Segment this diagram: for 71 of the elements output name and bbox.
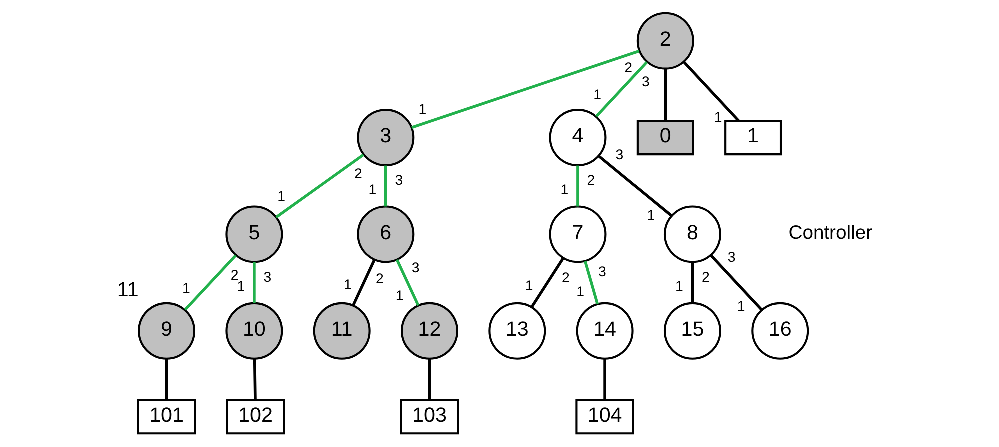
node-box: 102 <box>226 399 285 435</box>
connector <box>428 359 431 400</box>
connector <box>164 359 168 400</box>
node-circle: 10 <box>225 302 283 360</box>
node-box: 104 <box>575 399 634 435</box>
connector <box>352 259 376 306</box>
node-circle: 16 <box>751 302 809 360</box>
label: 1 <box>277 189 285 206</box>
node-circle: 11 <box>312 302 370 360</box>
connector <box>576 166 579 207</box>
label: 2 <box>561 270 570 287</box>
node-box: 101 <box>136 399 196 435</box>
connector <box>184 254 236 311</box>
node-circle: 13 <box>488 302 546 360</box>
label: 1 <box>236 279 245 296</box>
label: 3 <box>615 148 624 164</box>
label: 3 <box>263 270 272 286</box>
label: 1 <box>576 284 584 300</box>
label: 1 <box>368 182 376 199</box>
node-circle: 14 <box>576 302 634 360</box>
label: 1 <box>646 208 655 224</box>
connector <box>252 262 256 304</box>
node-box: 1 <box>724 120 782 156</box>
connector <box>710 254 762 311</box>
label: 1 <box>344 277 352 294</box>
node-circle: 6 <box>356 206 414 264</box>
node-circle: 8 <box>663 206 721 264</box>
label: 1 <box>714 110 722 126</box>
label: 1 <box>675 279 683 296</box>
label: 1 <box>560 182 568 199</box>
label: Controller <box>788 222 872 244</box>
label: 1 <box>736 299 745 315</box>
label: 2 <box>230 268 238 284</box>
connector <box>252 359 256 400</box>
connector <box>682 61 740 122</box>
label: 1 <box>418 102 426 118</box>
label: 1 <box>182 280 190 297</box>
connector <box>530 258 564 308</box>
connector <box>595 61 648 118</box>
node-circle: 4 <box>548 109 606 167</box>
node-box: 103 <box>400 399 459 435</box>
label: 2 <box>702 270 710 286</box>
node-circle: 5 <box>225 206 283 264</box>
node-circle: 7 <box>548 206 606 264</box>
label: 3 <box>642 74 650 91</box>
connector <box>411 50 640 130</box>
label: 2 <box>624 60 632 76</box>
label: 3 <box>727 250 736 266</box>
label: 3 <box>598 264 606 281</box>
connector <box>664 69 667 121</box>
label: 1 <box>593 88 602 104</box>
label: 2 <box>376 272 384 288</box>
connector <box>584 261 599 305</box>
node-circle: 3 <box>356 109 414 167</box>
connector <box>690 262 694 304</box>
label: 11 <box>116 278 138 302</box>
node-circle: 9 <box>138 302 196 360</box>
connector <box>395 259 420 306</box>
label: 2 <box>354 166 362 183</box>
connector <box>603 359 606 400</box>
node-circle: 15 <box>663 302 721 360</box>
connector <box>275 154 364 219</box>
label: 3 <box>394 173 403 190</box>
label: 2 <box>586 173 595 190</box>
connector <box>384 166 387 207</box>
connector <box>598 155 672 218</box>
label: 1 <box>524 278 533 294</box>
node-box: 0 <box>636 120 694 156</box>
node-circle: 2 <box>636 12 694 70</box>
label: 1 <box>395 288 404 305</box>
node-circle: 12 <box>400 302 458 360</box>
